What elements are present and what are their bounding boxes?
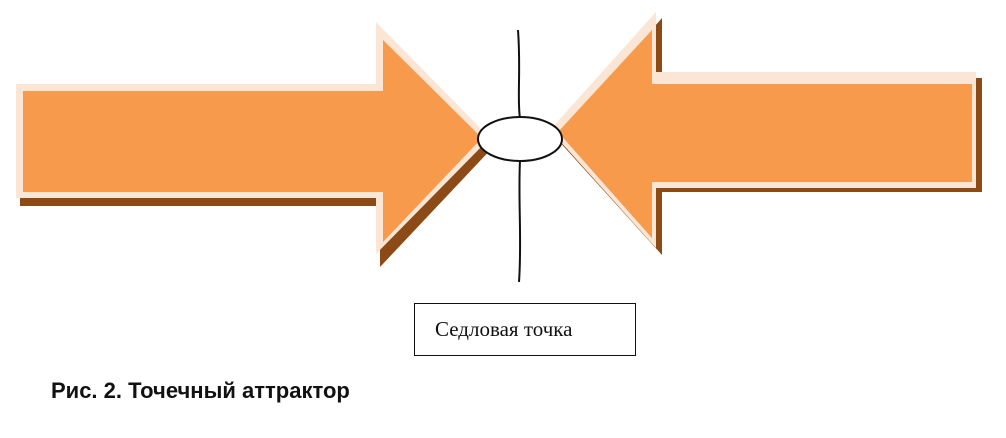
- left-arrow-body: [23, 40, 482, 242]
- vertical-axis-line: [517, 29, 522, 283]
- figure-caption: Рис. 2. Точечный аттрактор: [51, 378, 350, 403]
- right-arrow: [550, 12, 982, 255]
- saddle-point-label: Седловая точка: [435, 317, 573, 341]
- saddle-point-node: [477, 116, 563, 162]
- left-arrow: [16, 22, 495, 267]
- saddle-point-label-box: Седловая точка: [414, 303, 636, 356]
- right-arrow-body: [558, 30, 972, 238]
